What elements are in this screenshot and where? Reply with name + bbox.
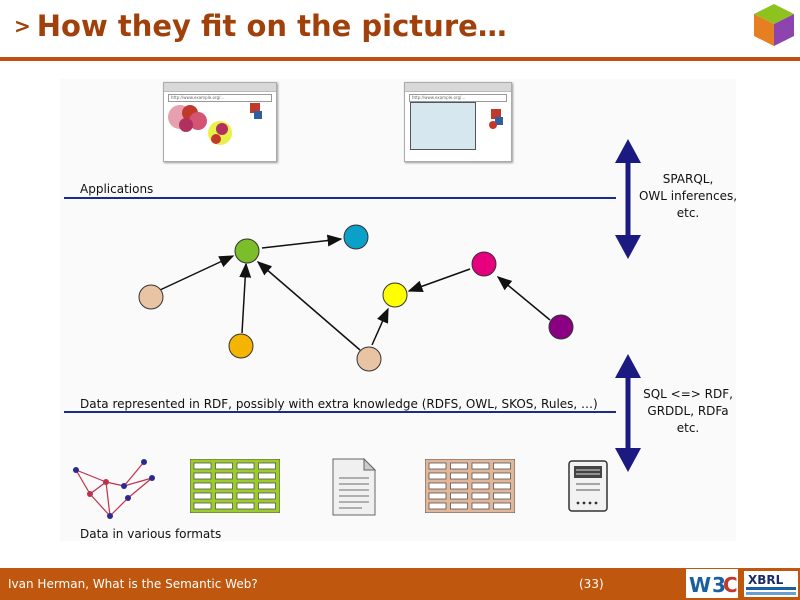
sql-label: SQL <=> RDF, GRDDL, RDFa etc. — [633, 386, 743, 437]
info-box — [410, 102, 476, 150]
svg-text:C: C — [723, 573, 738, 597]
svg-text:W: W — [689, 573, 711, 597]
tan-table-icon — [425, 459, 515, 513]
table-cell — [428, 462, 447, 470]
table-cell — [215, 472, 233, 480]
browser-url: http://www.example.org/... — [409, 94, 507, 102]
sql-line-2: GRDDL, RDFa — [647, 404, 729, 418]
table-cell — [193, 492, 212, 500]
document-icon — [332, 458, 376, 516]
table-cell — [215, 492, 233, 500]
svg-text:XBRL: XBRL — [748, 573, 784, 587]
semantic-web-cube-logo — [754, 4, 794, 46]
double-arrow-icon-bottom — [615, 354, 641, 472]
browser-titlebar — [164, 83, 276, 92]
table-cell — [450, 492, 468, 500]
slide-footer: Ivan Herman, What is the Semantic Web? (… — [0, 568, 800, 600]
table-cell — [258, 472, 276, 480]
browser-window-1: http://www.example.org/... — [163, 82, 277, 162]
table-cell — [493, 492, 511, 500]
table-cell — [493, 472, 511, 480]
table-cell — [236, 462, 255, 470]
table-cell — [450, 502, 468, 510]
table-cell — [215, 502, 233, 510]
w3c-logo: W 3 C — [686, 569, 738, 598]
table-cell — [258, 502, 276, 510]
table-cell — [471, 462, 490, 470]
sql-line-3: etc. — [676, 421, 700, 435]
table-cell — [193, 482, 212, 490]
slide-title: >How they fit on the picture… — [14, 9, 507, 43]
table-cell — [428, 482, 447, 490]
applications-line — [64, 197, 616, 199]
table-cell — [428, 502, 447, 510]
formats-label: Data in various formats — [80, 527, 222, 541]
browser-url: http://www.example.org/... — [168, 94, 272, 102]
table-cell — [450, 462, 468, 470]
double-arrow-icon-top — [615, 139, 641, 259]
table-cell — [258, 462, 276, 470]
green-table-icon — [190, 459, 280, 513]
table-cell — [215, 482, 233, 490]
table-cell — [471, 502, 490, 510]
table-cell — [236, 482, 255, 490]
footer-author: Ivan Herman, What is the Semantic Web? — [8, 577, 258, 591]
table-cell — [428, 472, 447, 480]
table-cell — [493, 462, 511, 470]
table-cell — [450, 482, 468, 490]
table-cell — [215, 462, 233, 470]
title-text: How they fit on the picture… — [36, 9, 507, 43]
browser-window-2: http://www.example.org/... — [404, 82, 512, 162]
server-icon — [568, 460, 608, 512]
xbrl-logo: XBRL — [744, 571, 798, 597]
table-cell — [471, 482, 490, 490]
chevron-right-icon: > — [14, 14, 31, 38]
table-cell — [471, 492, 490, 500]
title-rule — [0, 57, 800, 61]
rdf-layer-label: Data represented in RDF, possibly with e… — [80, 397, 598, 411]
slide-header: >How they fit on the picture… — [0, 0, 800, 61]
table-cell — [193, 502, 212, 510]
browser-titlebar — [405, 83, 511, 92]
molecule-images — [168, 103, 262, 145]
applications-label: Applications — [80, 182, 154, 196]
table-cell — [493, 502, 511, 510]
table-cell — [236, 472, 255, 480]
svg-text:3: 3 — [712, 573, 726, 597]
table-cell — [471, 472, 490, 480]
table-cell — [258, 492, 276, 500]
table-cell — [428, 492, 447, 500]
table-cell — [193, 472, 212, 480]
table-cell — [258, 482, 276, 490]
table-cell — [493, 482, 511, 490]
page-number: (33) — [579, 577, 604, 591]
table-cell — [236, 502, 255, 510]
table-cell — [450, 472, 468, 480]
sparql-line-1: SPARQL, — [662, 172, 714, 186]
table-cell — [236, 492, 255, 500]
sparql-label: SPARQL, OWL inferences, etc. — [633, 171, 743, 222]
network-graph-icon — [73, 459, 155, 519]
sparql-line-2: OWL inferences, — [638, 189, 738, 203]
table-cell — [193, 462, 212, 470]
rdf-line — [64, 411, 616, 413]
molecule-image — [489, 109, 503, 129]
sparql-line-3: etc. — [676, 206, 700, 220]
sql-line-1: SQL <=> RDF, — [643, 387, 733, 401]
